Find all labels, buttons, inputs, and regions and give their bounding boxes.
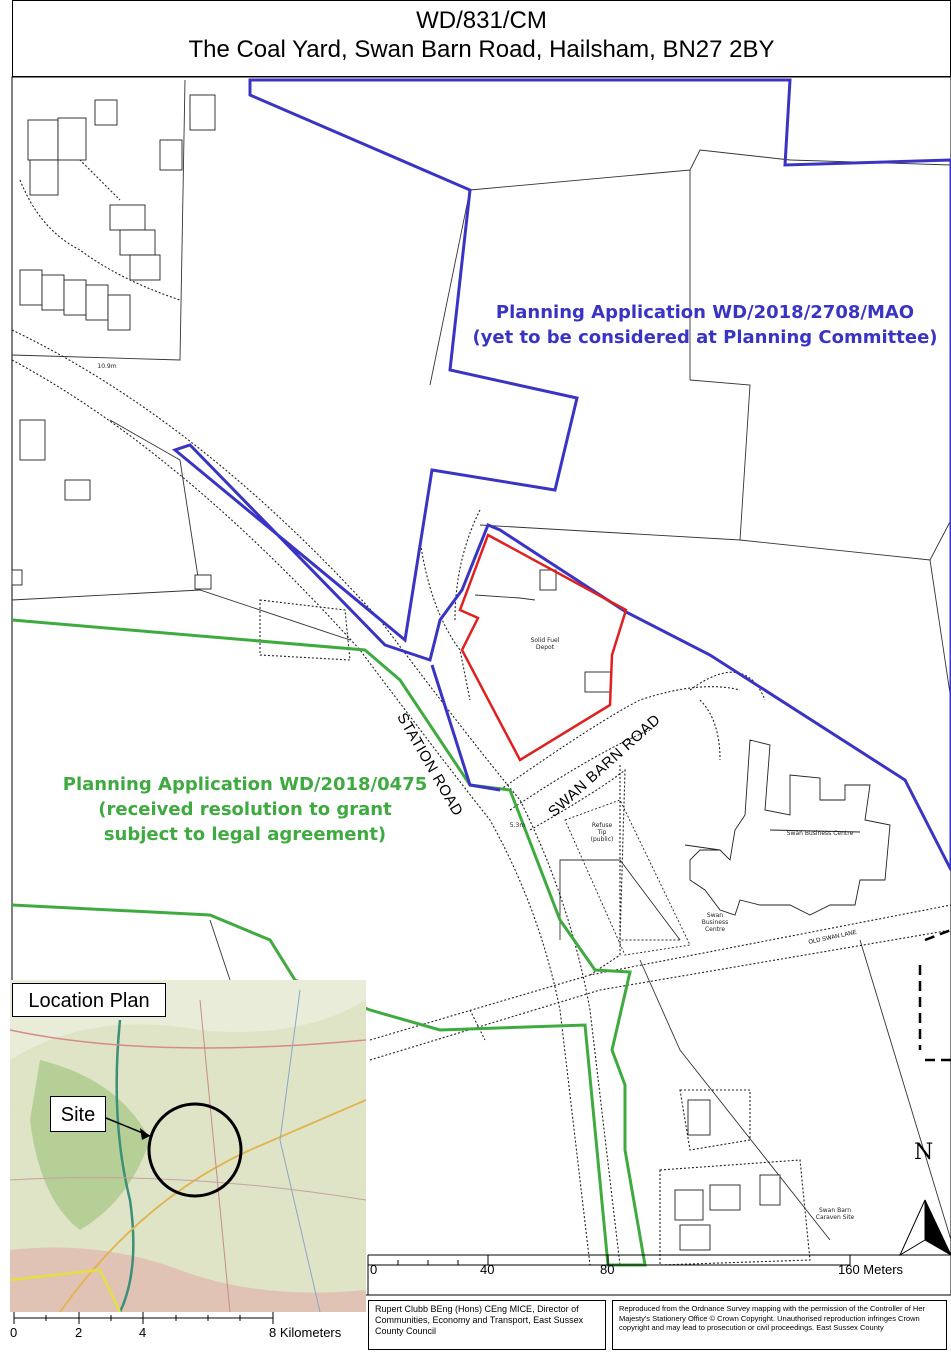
- inset-scale-bar: [13, 1312, 274, 1324]
- site-name-label: Solid Fuel Depot: [530, 637, 560, 651]
- business-centre-label: Swan Business Centre: [786, 830, 854, 837]
- north-label: N: [914, 1140, 934, 1165]
- level-label: 10.9m: [97, 363, 117, 370]
- title-box: WD/831/CM The Coal Yard, Swan Barn Road,…: [12, 0, 951, 77]
- site-boundary: [458, 533, 628, 762]
- level-label: 5.3m: [509, 822, 526, 829]
- north-arrow-icon: [898, 1199, 951, 1257]
- blue-application-boundary: [171, 78, 951, 871]
- site-address: The Coal Yard, Swan Barn Road, Hailsham,…: [188, 36, 775, 63]
- main-scale-label: 160 Meters: [838, 1262, 904, 1277]
- main-scale-label: 0: [370, 1262, 378, 1277]
- location-plan-map: [10, 980, 366, 1312]
- site-label: Site: [50, 1096, 106, 1132]
- business-centre: [684, 739, 891, 916]
- inset-scale-label: 0: [10, 1325, 18, 1340]
- buildings: [11, 94, 781, 1251]
- refuse-tip-label: Refuse Tip (public): [590, 822, 614, 843]
- main-scale-label: 80: [600, 1262, 615, 1277]
- green-application-label: Planning Application WD/2018/0475 (recei…: [62, 774, 428, 845]
- inset-scale-label: 2: [75, 1325, 83, 1340]
- inset-scale-label: 4: [139, 1325, 147, 1340]
- roads: [11, 119, 951, 1266]
- credits-copyright: Reproduced from the Ordnance Survey mapp…: [612, 1300, 947, 1350]
- location-plan-title: Location Plan: [12, 983, 166, 1017]
- caravan-site-label: Swan Barn Caraven Site: [815, 1207, 855, 1221]
- compound-boundary: [918, 928, 951, 1062]
- business-centre-small-label: Swan Business Centre: [701, 912, 729, 933]
- main-scale-label: 40: [480, 1262, 495, 1277]
- inset-scale-label: 8 Kilometers: [269, 1325, 342, 1340]
- blue-application-label: Planning Application WD/2018/2708/MAO (y…: [472, 302, 938, 348]
- plan-reference: WD/831/CM: [416, 7, 547, 34]
- credits-director: Rupert Clubb BEng (Hons) CEng MICE, Dire…: [368, 1300, 606, 1350]
- main-scale-bar: [367, 1254, 951, 1295]
